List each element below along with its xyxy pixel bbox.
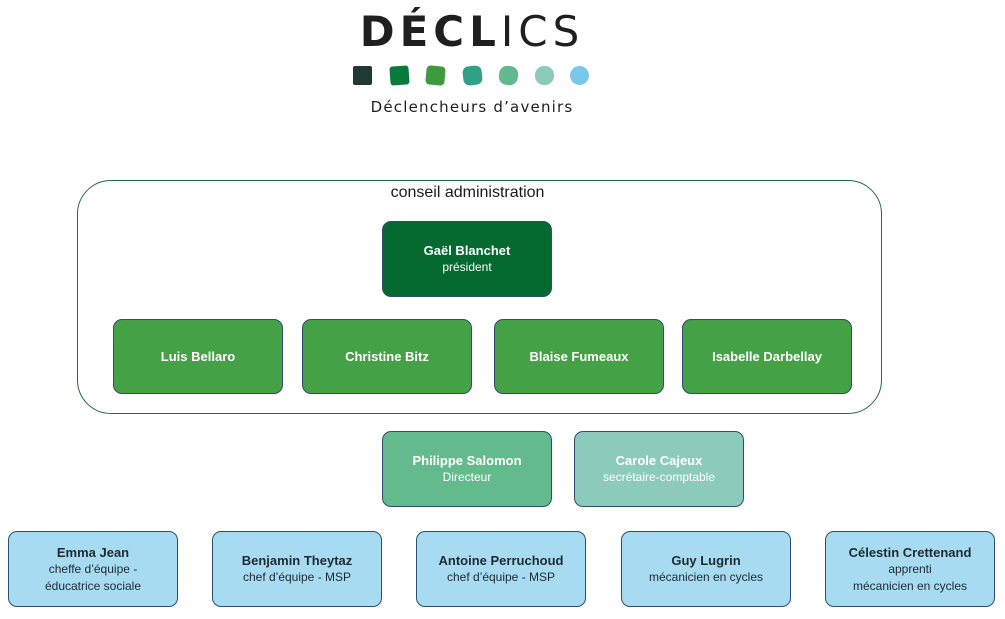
swatch-circle-icon [535, 66, 554, 85]
swatch-rounded-icon [497, 64, 520, 87]
node-staff: Antoine Perruchoud chef d’équipe - MSP [416, 531, 586, 607]
logo-wordmark-light: ICS [500, 7, 585, 56]
node-role: président [442, 260, 492, 274]
swatch-rounded-icon [462, 65, 483, 86]
node-name: Emma Jean [56, 544, 130, 560]
node-role-line1: apprenti [888, 561, 932, 576]
swatch-circle-icon [570, 66, 589, 85]
node-staff: Guy Lugrin mécanicien en cycles [621, 531, 791, 607]
swatch-square-icon [425, 65, 446, 86]
logo-tagline: Déclencheurs d’avenirs [370, 98, 574, 116]
node-name: Blaise Fumeaux [529, 349, 629, 364]
node-role: secrétaire-comptable [602, 470, 716, 484]
node-name: Gaël Blanchet [423, 243, 511, 258]
logo-wordmark: DÉCLICS [340, 6, 604, 58]
node-board-member: Luis Bellaro [113, 319, 283, 394]
node-name: Carole Cajeux [615, 453, 703, 468]
node-accountant: Carole Cajeux secrétaire-comptable [574, 431, 744, 507]
node-role-line1: chef d’équipe - MSP [446, 570, 556, 584]
swatch-square-icon [353, 66, 372, 85]
node-name: Luis Bellaro [160, 349, 236, 364]
node-board-member: Blaise Fumeaux [494, 319, 664, 394]
node-board-member: Isabelle Darbellay [682, 319, 852, 394]
node-name: Célestin Crettenand [848, 544, 972, 560]
node-name: Antoine Perruchoud [438, 553, 564, 568]
logo-wordmark-bold: DÉCL [359, 7, 501, 56]
council-label: conseil administration [390, 184, 545, 201]
node-name: Guy Lugrin [671, 553, 741, 568]
node-role-line1: mécanicien en cycles [648, 570, 764, 584]
node-president: Gaël Blanchet président [382, 221, 552, 297]
node-board-member: Christine Bitz [302, 319, 472, 394]
node-name: Isabelle Darbellay [712, 349, 822, 364]
node-name: Philippe Salomon [412, 453, 522, 468]
node-staff: Célestin Crettenand apprenti mécanicien … [825, 531, 995, 607]
node-role-line2: mécanicien en cycles [852, 578, 968, 593]
node-staff: Benjamin Theytaz chef d’équipe - MSP [212, 531, 382, 607]
node-name: Christine Bitz [345, 349, 429, 364]
node-role-line1: chef d’équipe - MSP [242, 570, 352, 584]
node-role-line1: cheffe d’équipe - [48, 561, 138, 576]
node-director: Philippe Salomon Directeur [382, 431, 552, 507]
logo-color-swatches [353, 64, 593, 88]
node-name: Benjamin Theytaz [241, 553, 353, 568]
node-role: Directeur [442, 470, 492, 484]
council-frame [77, 180, 882, 414]
node-role-line2: éducatrice sociale [44, 578, 142, 593]
node-staff: Emma Jean cheffe d’équipe - éducatrice s… [8, 531, 178, 607]
swatch-square-icon [389, 65, 410, 86]
